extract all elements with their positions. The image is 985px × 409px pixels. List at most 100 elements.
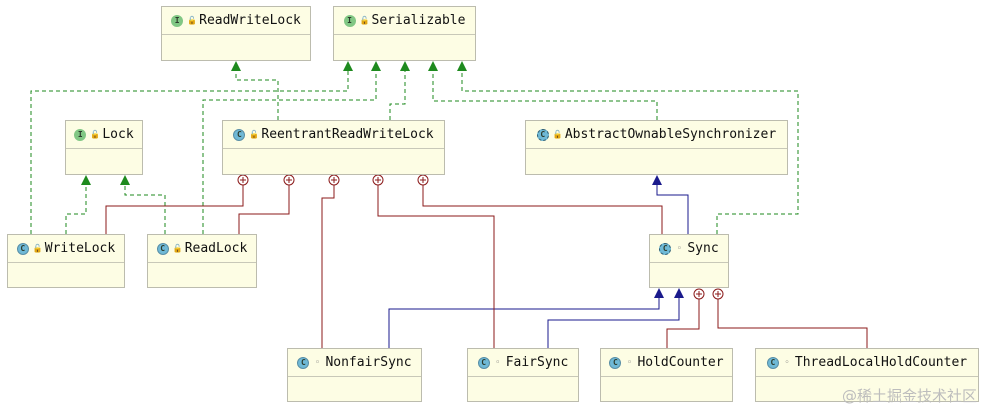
- class-node-label: ReadWriteLock: [199, 13, 301, 28]
- edge-implements-writelock-to-lock: [65, 175, 91, 234]
- abstract-class-icon: C: [536, 128, 549, 141]
- class-node-header: CWriteLock: [8, 235, 124, 263]
- class-node-header: CFairSync: [468, 349, 578, 377]
- inner-class-marker-icon: [417, 174, 429, 186]
- public-lock-icon: [249, 129, 257, 140]
- package-private-icon: [675, 244, 683, 254]
- inner-class-marker-icon: [283, 174, 295, 186]
- package-private-icon: [494, 358, 502, 368]
- inner-class-marker-icon: [712, 288, 724, 300]
- edge-inner-readlock-to-reentrant: [238, 174, 295, 234]
- class-node-label: ReentrantReadWriteLock: [261, 127, 434, 142]
- edge-extends-sync-to-aos: [652, 175, 689, 234]
- class-node-nonfairsync[interactable]: C NonfairSync: [287, 348, 422, 402]
- arrowhead-icon: [457, 61, 467, 71]
- interface-icon: I: [171, 14, 184, 27]
- class-node-sync[interactable]: C Sync: [649, 234, 729, 288]
- inner-class-marker-icon: [372, 174, 384, 186]
- edge-inner-threadlocal-to-sync: [712, 288, 868, 348]
- arrowhead-icon: [652, 175, 662, 185]
- watermark: @稀土掘金技术社区: [841, 387, 977, 405]
- edge-implements-sync-to-serializable: [457, 61, 799, 234]
- class-node-holdcounter[interactable]: C HoldCounter: [600, 348, 733, 402]
- class-node-body: [223, 149, 444, 174]
- class-node-body: [650, 263, 728, 287]
- class-node-header: C ReentrantReadWriteLock: [223, 121, 444, 149]
- class-node-header: C HoldCounter: [601, 349, 732, 377]
- class-node-body: [526, 149, 787, 174]
- class-node-label: HoldCounter: [637, 355, 724, 370]
- class-node-header: C AbstractOwnableSynchronizer: [526, 121, 787, 149]
- class-icon: C: [766, 356, 779, 369]
- arrowhead-icon: [231, 61, 241, 71]
- class-icon: C: [233, 128, 246, 141]
- class-node-label: Serializable: [371, 13, 466, 28]
- class-node-aos[interactable]: C AbstractOwnableSynchronizer: [525, 120, 788, 175]
- class-node-body: [468, 377, 578, 401]
- public-lock-icon: [90, 129, 98, 140]
- edge-implements-reentrant-to-readwritelock: [231, 61, 279, 120]
- arrowhead-icon: [400, 61, 410, 71]
- class-node-body: [162, 35, 310, 60]
- inner-class-marker-icon: [237, 174, 249, 186]
- edge-inner-writelock-to-reentrant: [105, 174, 249, 234]
- arrowhead-icon: [120, 175, 130, 185]
- public-lock-icon: [360, 15, 368, 26]
- edge-inner-fairsync-to-reentrant: [372, 174, 495, 348]
- class-node-header: C ThreadLocalHoldCounter: [756, 349, 978, 377]
- package-private-icon: [313, 358, 321, 368]
- class-node-body: [334, 35, 475, 60]
- class-node-serializable[interactable]: I Serializable: [333, 6, 476, 61]
- class-icon: C: [609, 356, 622, 369]
- class-node-writelock[interactable]: CWriteLock: [7, 234, 125, 288]
- public-lock-icon: [187, 15, 195, 26]
- edge-inner-holdcounter-to-sync: [666, 288, 705, 348]
- class-node-body: [148, 263, 256, 287]
- arrowhead-icon: [81, 175, 91, 185]
- edge-implements-writelock-to-serializable: [30, 61, 353, 234]
- class-node-lock[interactable]: ILock: [65, 120, 143, 175]
- class-node-body: [288, 377, 421, 401]
- edge-inner-sync-to-reentrant: [417, 174, 663, 234]
- class-icon: C: [477, 356, 490, 369]
- inner-class-marker-icon: [693, 288, 705, 300]
- arrowhead-icon: [654, 288, 664, 298]
- edge-implements-readlock-to-serializable: [202, 61, 381, 234]
- class-node-label: ThreadLocalHoldCounter: [794, 355, 968, 370]
- class-node-header: C ReadLock: [148, 235, 256, 263]
- public-lock-icon: [173, 243, 181, 254]
- class-node-label: WriteLock: [44, 241, 116, 256]
- public-lock-icon: [33, 243, 41, 254]
- class-node-header: C NonfairSync: [288, 349, 421, 377]
- package-private-icon: [783, 358, 791, 368]
- class-node-body: [8, 263, 124, 287]
- class-node-header: I Serializable: [334, 7, 475, 35]
- arrowhead-icon: [371, 61, 381, 71]
- class-node-label: AbstractOwnableSynchronizer: [564, 127, 777, 142]
- class-node-label: ReadLock: [184, 241, 248, 256]
- edge-implements-aos-to-serializable: [428, 61, 658, 120]
- class-node-header: I ReadWriteLock: [162, 7, 310, 35]
- arrowhead-icon: [428, 61, 438, 71]
- class-icon: C: [297, 356, 310, 369]
- class-node-readwritelock[interactable]: I ReadWriteLock: [161, 6, 311, 61]
- class-node-label: Sync: [687, 241, 719, 256]
- interface-icon: I: [74, 128, 87, 141]
- arrowhead-icon: [343, 61, 353, 71]
- class-node-readlock[interactable]: C ReadLock: [147, 234, 257, 288]
- package-private-icon: [625, 358, 633, 368]
- class-node-label: NonfairSync: [325, 355, 412, 370]
- class-node-header: ILock: [66, 121, 142, 149]
- class-node-body: [601, 377, 732, 401]
- class-node-reentrant[interactable]: C ReentrantReadWriteLock: [222, 120, 445, 175]
- interface-icon: I: [343, 14, 356, 27]
- class-node-threadlocal[interactable]: C ThreadLocalHoldCounter: [755, 348, 979, 402]
- abstract-class-icon: C: [659, 242, 672, 255]
- edge-implements-reentrant-to-serializable: [389, 61, 410, 120]
- public-lock-icon: [553, 129, 561, 140]
- edge-extends-fairsync-to-sync: [547, 288, 684, 348]
- edge-extends-nonfairsync-to-sync: [388, 288, 664, 348]
- class-icon: C: [156, 242, 169, 255]
- class-node-fairsync[interactable]: CFairSync: [467, 348, 579, 402]
